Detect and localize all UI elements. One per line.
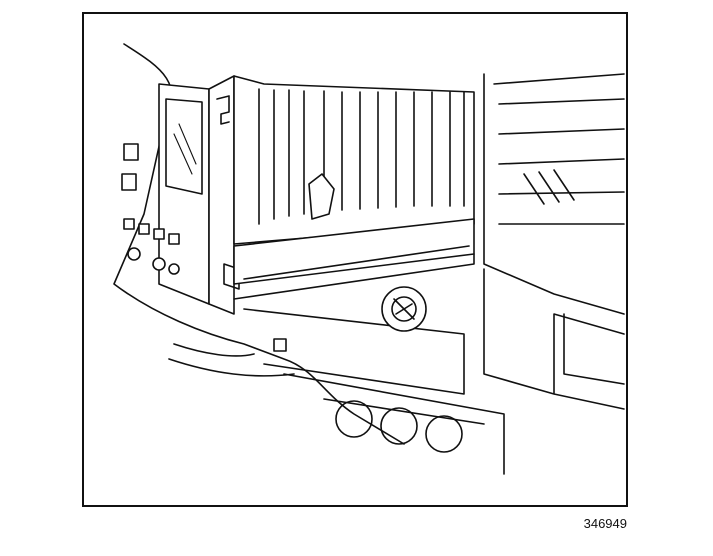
mounting-screw xyxy=(381,286,427,332)
radio-removal-illustration xyxy=(113,43,625,475)
release-tool xyxy=(308,173,335,220)
faceplate-display-window xyxy=(165,98,203,195)
right-trim xyxy=(563,313,625,385)
right-lower-panel xyxy=(483,268,625,410)
air-vent-louvers xyxy=(498,98,625,225)
round-cutout-3 xyxy=(425,415,463,453)
figure-id-label: 346949 xyxy=(583,516,627,531)
knob-left xyxy=(127,247,141,261)
right-panel-outline xyxy=(483,73,625,315)
cavity-clip xyxy=(273,338,287,352)
heat-sink-fins xyxy=(258,88,465,225)
radio-side-bracket xyxy=(208,75,235,315)
figure-frame xyxy=(82,12,628,507)
display-glare xyxy=(173,123,197,175)
round-cutout-1 xyxy=(335,400,373,438)
rail-edge xyxy=(233,245,475,300)
button-1 xyxy=(123,143,139,161)
knob-center xyxy=(152,257,166,271)
button-2 xyxy=(121,173,137,191)
cavity-frame xyxy=(243,308,465,395)
dashboard-lower-lip xyxy=(168,343,295,377)
lower-dash-panel xyxy=(283,373,505,475)
faceplate-buttons xyxy=(121,143,180,275)
radio-chassis-top xyxy=(233,75,475,245)
knob-right xyxy=(168,263,180,275)
round-cutout-2 xyxy=(380,407,418,445)
bracket-tab-upper xyxy=(216,95,230,125)
